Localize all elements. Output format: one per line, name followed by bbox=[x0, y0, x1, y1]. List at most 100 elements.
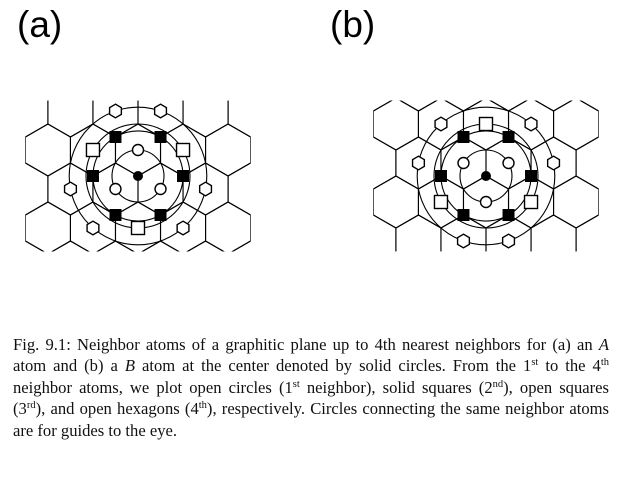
hexagon-cell bbox=[186, 240, 225, 252]
center-atom bbox=[481, 171, 491, 181]
hexagon-cell bbox=[47, 100, 94, 138]
second-neighbor-solid-square bbox=[457, 209, 470, 221]
caption-text: ), and open hexagons (4 bbox=[35, 399, 199, 419]
caption-text: neighbor), solid squares (2 bbox=[299, 377, 493, 397]
caption-text: Neighbor atoms of a graphitic plane up t… bbox=[70, 335, 599, 354]
first-neighbor-open-circle bbox=[154, 182, 167, 196]
honeycomb-lattice bbox=[25, 100, 251, 252]
fourth-neighbor-open-hexagon bbox=[176, 220, 190, 236]
hexagon-cell bbox=[575, 136, 599, 190]
fourth-neighbor-open-hexagon bbox=[411, 155, 426, 171]
hexagon-cell bbox=[231, 240, 251, 252]
first-neighbor-open-circle bbox=[131, 143, 145, 157]
guide-circle-4 bbox=[68, 106, 208, 246]
second-neighbor-solid-square bbox=[109, 131, 122, 143]
hexagon-cell bbox=[444, 100, 483, 112]
hexagon-cell bbox=[373, 214, 397, 252]
caption-text: atom at the center denoted by solid circ… bbox=[135, 356, 532, 376]
second-neighbor-solid-square bbox=[109, 209, 122, 221]
atom-b-symbol: B bbox=[124, 356, 135, 376]
superscript: st bbox=[531, 357, 539, 369]
second-neighbor-solid-square bbox=[457, 131, 470, 143]
panel-b-label: (b) bbox=[330, 4, 376, 45]
fourth-neighbor-open-hexagon bbox=[86, 220, 100, 236]
hexagon-cell bbox=[373, 100, 420, 151]
fourth-neighbor-open-hexagon bbox=[546, 155, 561, 171]
fourth-neighbor-open-hexagon bbox=[456, 233, 471, 249]
hexagon-cell bbox=[227, 100, 251, 138]
second-neighbor-solid-square bbox=[502, 209, 515, 221]
panel-a bbox=[25, 100, 251, 252]
caption-text: neighbor atoms, we plot open circles (1 bbox=[13, 377, 293, 397]
second-neighbor-solid-square bbox=[86, 170, 99, 182]
hexagon-cell bbox=[575, 214, 599, 252]
second-neighbor-solid-square bbox=[177, 170, 190, 182]
hexagon-cell bbox=[395, 214, 442, 252]
fourth-neighbor-open-hexagon bbox=[434, 116, 448, 132]
caption-text: to the 4 bbox=[538, 356, 601, 376]
atom-a-symbol: A bbox=[598, 335, 609, 354]
first-neighbor-open-circle bbox=[502, 156, 515, 170]
first-neighbor-open-circle bbox=[479, 195, 493, 209]
superscript: th bbox=[600, 357, 609, 369]
hexagon-cell bbox=[552, 100, 599, 151]
third-neighbor-open-square bbox=[523, 194, 539, 210]
figure-caption: Fig. 9.1: Neighbor atoms of a graphitic … bbox=[13, 334, 609, 441]
fourth-neighbor-open-hexagon bbox=[198, 181, 213, 197]
third-neighbor-open-square bbox=[478, 116, 494, 132]
hexagon-cell bbox=[399, 100, 438, 112]
caption-text: atom and (b) a bbox=[13, 356, 125, 376]
hexagon-cell bbox=[373, 188, 374, 216]
fourth-neighbor-open-hexagon bbox=[108, 103, 123, 119]
hexagon-cell bbox=[25, 201, 71, 252]
hexagon-cell bbox=[227, 162, 251, 216]
neighbor-atoms bbox=[63, 103, 213, 236]
figure: (a) (b) bbox=[17, 4, 599, 252]
honeycomb-lattice bbox=[373, 100, 599, 252]
hexagon-cell bbox=[598, 188, 599, 216]
first-neighbor-open-circle bbox=[457, 156, 470, 170]
hexagon-cell bbox=[250, 136, 251, 164]
hexagon-cell bbox=[534, 100, 573, 112]
second-neighbor-solid-square bbox=[154, 131, 167, 143]
hexagon-cell bbox=[25, 123, 71, 177]
hexagon-cell bbox=[25, 100, 49, 138]
first-neighbor-open-circle bbox=[109, 182, 122, 196]
fourth-neighbor-open-hexagon bbox=[501, 233, 516, 249]
third-neighbor-open-square bbox=[433, 194, 449, 210]
hexagon-cell bbox=[552, 175, 599, 229]
hexagon-cell bbox=[373, 100, 393, 112]
superscript: st bbox=[292, 378, 300, 390]
figure-number: Fig. 9.1: bbox=[13, 335, 71, 354]
fourth-neighbor-open-hexagon bbox=[524, 116, 538, 132]
superscript: nd bbox=[492, 378, 504, 390]
hexagon-cell bbox=[373, 175, 420, 229]
panel-b bbox=[373, 100, 599, 252]
hexagon-cell bbox=[530, 214, 577, 252]
second-neighbor-solid-square bbox=[434, 170, 447, 182]
hexagon-cell bbox=[25, 214, 26, 242]
fourth-neighbor-open-hexagon bbox=[153, 103, 168, 119]
lattice-figure bbox=[25, 100, 599, 252]
hexagon-cell bbox=[51, 240, 90, 252]
caption-text: ), respectively. Circles connecting the … bbox=[13, 399, 609, 440]
neighbor-atoms bbox=[411, 116, 561, 249]
hexagon-cell bbox=[579, 100, 599, 112]
second-neighbor-solid-square bbox=[525, 170, 538, 182]
superscript: rd bbox=[26, 400, 36, 412]
hexagon-cell bbox=[141, 240, 180, 252]
hexagon-cell bbox=[598, 110, 599, 138]
third-neighbor-open-square bbox=[85, 142, 101, 158]
hexagon-cell bbox=[205, 201, 251, 252]
third-neighbor-open-square bbox=[175, 142, 191, 158]
guide-circle-4 bbox=[416, 106, 556, 246]
hexagon-cell bbox=[205, 123, 251, 177]
second-neighbor-solid-square bbox=[502, 131, 515, 143]
center-atom bbox=[133, 171, 143, 181]
fourth-neighbor-open-hexagon bbox=[63, 181, 78, 197]
hexagon-cell bbox=[25, 162, 49, 216]
hexagon-cell bbox=[25, 136, 26, 164]
hexagon-cell bbox=[489, 100, 528, 112]
hexagon-cell bbox=[373, 110, 374, 138]
superscript: th bbox=[198, 400, 207, 412]
